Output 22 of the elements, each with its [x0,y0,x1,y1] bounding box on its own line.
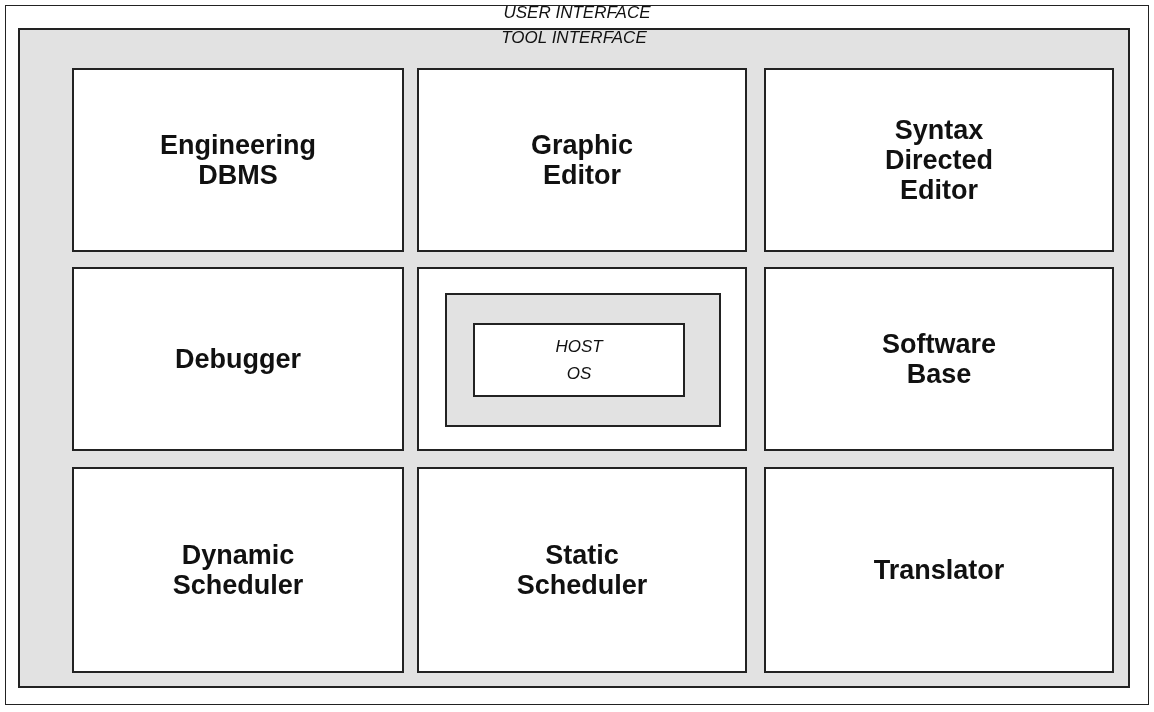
module-label: Translator [872,554,1006,586]
module-box [72,68,404,252]
module-box [417,68,747,252]
module-label: Software Base [881,328,997,390]
module-label: Graphic Editor [530,129,634,191]
module-box [764,267,1114,451]
layer-label: TOOL INTERFACE [501,28,647,48]
module-box [764,467,1114,673]
module-box [764,68,1114,252]
module-box [72,467,404,673]
layer-label: USER INTERFACE [503,3,651,23]
module-box [473,323,685,397]
module-label: Dynamic Scheduler [171,539,305,601]
module-label: Static Scheduler [515,539,649,601]
layer-box [417,267,747,451]
module-label: Debugger [174,343,302,375]
layer-panel [445,293,721,427]
module-label: HOST OS [554,335,605,385]
module-label: Syntax Directed Editor [883,114,994,206]
module-box [72,267,404,451]
module-box [417,467,747,673]
module-label: Engineering DBMS [159,129,317,191]
